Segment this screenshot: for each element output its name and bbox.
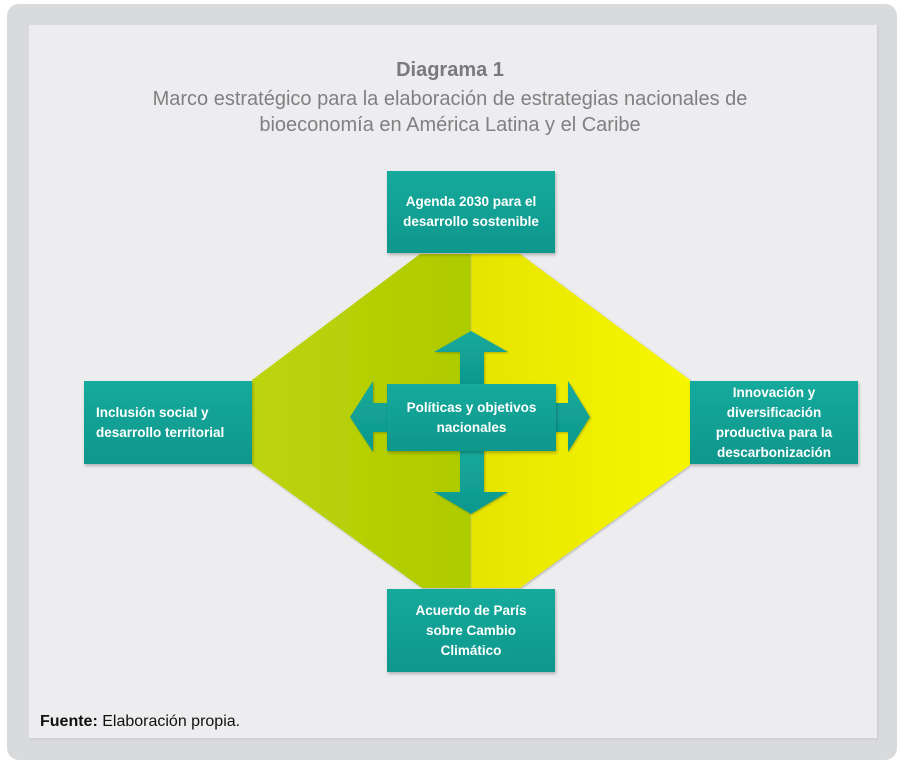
up-arrow [434, 331, 508, 386]
right-box-innovation: Innovación y diversificación productiva … [690, 381, 858, 464]
diagram-subtitle: Marco estratégico para la elaboración de… [0, 86, 900, 138]
down-arrow [434, 449, 508, 514]
right-label-line-1: Innovación y [732, 384, 816, 400]
left-label-line-2: desarrollo territorial [96, 424, 225, 440]
right-arrow [554, 381, 590, 452]
top-label-line-1: Agenda 2030 para el [405, 194, 537, 209]
right-label-line-3: productiva para la [715, 424, 833, 440]
source-text: Elaboración propia. [97, 713, 241, 730]
bottom-label-line-3: Climático [440, 642, 502, 658]
bottom-label-line-2: sobre Cambio [425, 622, 516, 638]
diagram-title: Diagrama 1 [396, 59, 504, 81]
top-box-agenda-2030: Agenda 2030 para el desarrollo sostenibl… [387, 171, 555, 253]
subtitle-line-2: bioeconomía en América Latina y el Carib… [259, 114, 641, 136]
top-label-line-2: desarrollo sostenible [403, 214, 539, 229]
right-label-line-4: descarbonización [716, 444, 832, 460]
bottom-label-line-1: Acuerdo de París [415, 602, 527, 618]
right-label-line-2: diversificación [726, 404, 822, 420]
left-label-line-1: Inclusión social y [96, 404, 209, 420]
left-box-social-inclusion: Inclusión social y desarrollo territoria… [84, 381, 252, 464]
center-label-line-1: Políticas y objetivos [406, 399, 537, 415]
left-arrow [350, 381, 389, 452]
source-note: Fuente: Elaboración propia. [40, 713, 240, 731]
center-label-line-2: nacionales [436, 419, 507, 435]
bottom-box-paris-agreement: Acuerdo de París sobre Cambio Climático [387, 589, 555, 672]
subtitle-line-1: Marco estratégico para la elaboración de… [152, 88, 748, 110]
center-box-policies: Políticas y objetivos nacionales [387, 384, 556, 451]
source-label: Fuente: [40, 713, 98, 730]
